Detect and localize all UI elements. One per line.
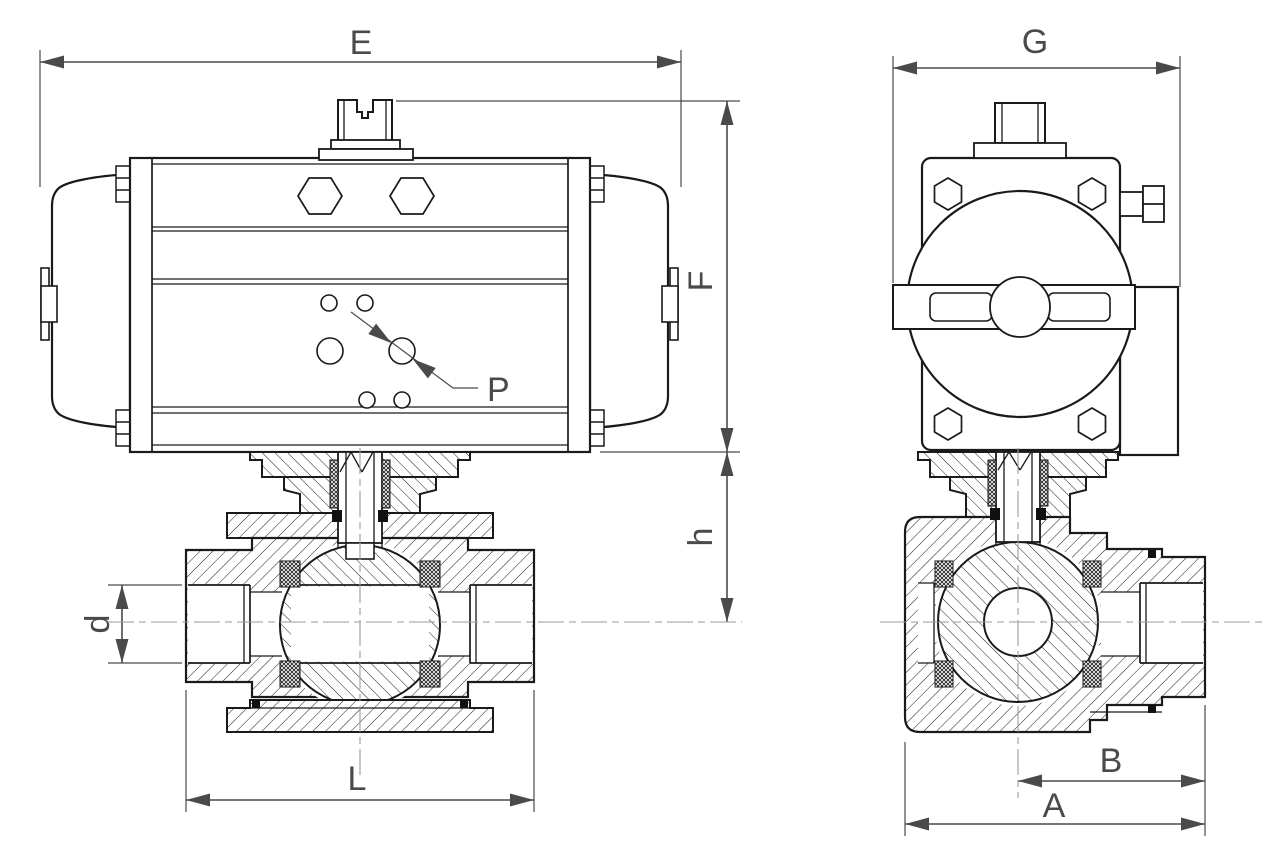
dim-d-label: d xyxy=(79,615,117,634)
valve-seats-front xyxy=(279,560,441,688)
stem-oring-left xyxy=(332,510,342,522)
stem-oring-right xyxy=(378,510,388,522)
end-stop-bolt-hex-left xyxy=(297,177,343,215)
front-view: E F h d xyxy=(39,24,740,812)
air-port-holes xyxy=(316,294,416,409)
air-connection-fitting xyxy=(1119,185,1165,223)
dim-E-label: E xyxy=(350,24,373,62)
dim-L: L xyxy=(185,690,535,812)
side-view: G B A xyxy=(892,23,1207,836)
dim-A: A xyxy=(904,742,1205,836)
dim-G: G xyxy=(892,23,1181,287)
actuator-top-shaft-front xyxy=(318,99,414,161)
dim-h: h xyxy=(682,452,734,622)
indicator-hub-circle xyxy=(989,276,1051,338)
stem-packing-right xyxy=(381,459,391,509)
dim-F: F xyxy=(396,100,740,453)
indicator-slot-right xyxy=(1047,292,1111,322)
cover-bolt-hexes xyxy=(933,177,1107,441)
air-port-hole-large-right xyxy=(388,337,416,365)
dim-A-label: A xyxy=(1043,787,1066,825)
dim-B-label: B xyxy=(1100,742,1123,780)
actuator-top-shaft-side xyxy=(973,102,1067,159)
dim-G-label: G xyxy=(1022,23,1048,61)
actuator-end-cap-right xyxy=(588,172,679,430)
air-port-hole-large-left xyxy=(316,337,344,365)
end-stop-bolt-hex-right xyxy=(389,177,435,215)
indicator-slot-left xyxy=(929,292,993,322)
actuator-end-cap-left xyxy=(40,172,132,430)
tie-rod-bolts xyxy=(115,165,605,447)
actuator-body-front xyxy=(128,156,592,454)
dim-F-label: F xyxy=(682,271,720,292)
callout-P: P xyxy=(350,311,510,409)
callout-P-label: P xyxy=(487,371,510,409)
valve-seats-side xyxy=(934,560,1102,688)
dim-h-label: h xyxy=(682,528,720,547)
stem-packing-left xyxy=(329,459,339,509)
dim-d: d xyxy=(79,584,182,664)
actuator-body-side xyxy=(892,156,1165,452)
dim-B: B xyxy=(1018,705,1206,836)
dim-L-label: L xyxy=(348,760,367,798)
dim-E: E xyxy=(39,24,682,187)
centerlines xyxy=(108,448,1262,798)
